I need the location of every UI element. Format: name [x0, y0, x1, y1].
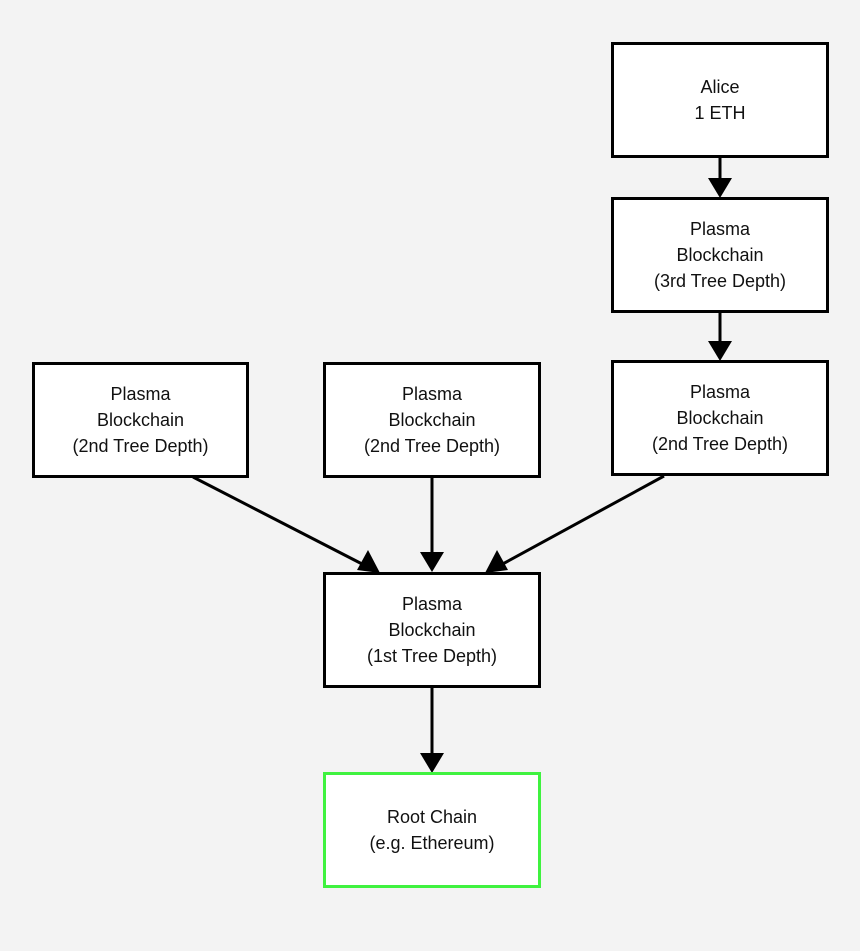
plasma-depth2-right-line1: Plasma: [689, 382, 751, 402]
plasma-depth2-left-line2: Blockchain: [96, 410, 185, 430]
arrowhead-depth3-to-depth2-right: [708, 341, 732, 361]
arrowhead-depth2-right-to-depth1: [485, 550, 508, 573]
root-chain-title: Root Chain: [386, 807, 478, 827]
root-chain-example: (e.g. Ethereum): [369, 833, 495, 853]
plasma-depth2-middle-line1: Plasma: [401, 384, 463, 404]
plasma-depth2-right-line2: Blockchain: [676, 408, 764, 428]
arrowhead-depth2-left-to-depth1: [357, 550, 380, 573]
edge-depth2-left-to-depth1: [192, 475, 367, 568]
plasma-depth1-line1: Plasma: [401, 594, 463, 614]
plasma-depth1-line3: (1st Tree Depth): [366, 646, 498, 666]
plasma-depth2-left-line3: (2nd Tree Depth): [72, 436, 209, 456]
alice-node: Alice 1 ETH: [611, 42, 829, 158]
plasma-depth2-right-line3: (2nd Tree Depth): [651, 434, 789, 454]
plasma-depth2-middle-line2: Blockchain: [388, 410, 476, 430]
edge-depth2-right-to-depth1: [498, 474, 665, 568]
arrowhead-alice-to-depth3: [708, 178, 732, 198]
plasma-depth3-line3: (3rd Tree Depth): [653, 271, 787, 291]
plasma-depth3-line1: Plasma: [689, 219, 751, 239]
plasma-depth3-node: Plasma Blockchain (3rd Tree Depth): [611, 197, 829, 313]
plasma-depth1-line2: Blockchain: [388, 620, 476, 640]
plasma-depth1-node: Plasma Blockchain (1st Tree Depth): [323, 572, 541, 688]
plasma-depth2-right-node: Plasma Blockchain (2nd Tree Depth): [611, 360, 829, 476]
plasma-depth2-left-line1: Plasma: [110, 384, 171, 404]
alice-balance: 1 ETH: [694, 103, 746, 123]
plasma-depth2-middle-node: Plasma Blockchain (2nd Tree Depth): [323, 362, 541, 478]
plasma-depth3-line2: Blockchain: [676, 245, 764, 265]
plasma-depth2-middle-line3: (2nd Tree Depth): [363, 436, 501, 456]
root-chain-node: Root Chain (e.g. Ethereum): [323, 772, 541, 888]
arrowhead-depth2-middle-to-depth1: [420, 552, 444, 572]
alice-name: Alice: [700, 77, 740, 97]
arrowhead-depth1-to-root: [420, 753, 444, 773]
plasma-depth2-left-node: Plasma Blockchain (2nd Tree Depth): [32, 362, 249, 478]
